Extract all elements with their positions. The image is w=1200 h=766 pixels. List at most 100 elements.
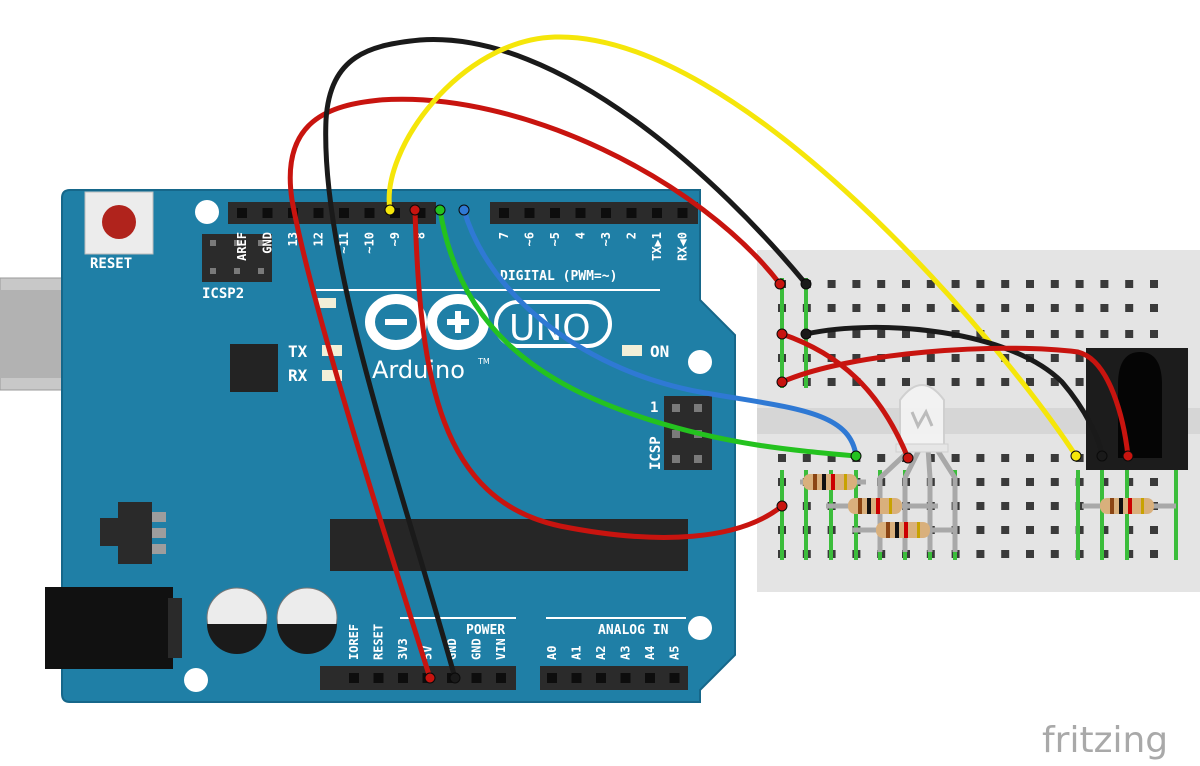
digital-socket[interactable] <box>652 208 662 218</box>
breadboard-hole[interactable] <box>827 280 836 288</box>
breadboard-hole[interactable] <box>1075 330 1084 338</box>
breadboard-hole[interactable] <box>976 378 985 386</box>
breadboard-hole[interactable] <box>951 354 960 362</box>
breadboard-hole[interactable] <box>1001 526 1010 534</box>
power-socket[interactable] <box>349 673 359 683</box>
digital-socket[interactable] <box>415 208 426 218</box>
digital-socket[interactable] <box>626 208 637 218</box>
digital-socket[interactable] <box>677 208 688 218</box>
digital-socket[interactable] <box>390 208 400 218</box>
breadboard-hole[interactable] <box>1026 330 1034 338</box>
breadboard-hole[interactable] <box>1100 526 1109 534</box>
breadboard-hole[interactable] <box>1026 378 1034 386</box>
breadboard-hole[interactable] <box>1150 478 1158 486</box>
breadboard-hole[interactable] <box>1150 330 1158 338</box>
breadboard-hole[interactable] <box>951 378 960 386</box>
breadboard-hole[interactable] <box>1125 330 1134 338</box>
breadboard-hole[interactable] <box>1050 526 1059 534</box>
breadboard-hole[interactable] <box>1100 280 1109 288</box>
breadboard-hole[interactable] <box>1026 280 1034 288</box>
digital-socket[interactable] <box>262 208 273 218</box>
breadboard-hole[interactable] <box>1050 478 1059 486</box>
breadboard-hole[interactable] <box>1026 550 1034 558</box>
breadboard-hole[interactable] <box>852 354 861 362</box>
digital-socket[interactable] <box>550 208 560 218</box>
digital-socket[interactable] <box>524 208 535 218</box>
breadboard-hole[interactable] <box>976 454 985 462</box>
reset-button[interactable] <box>84 191 154 255</box>
digital-socket[interactable] <box>575 208 586 218</box>
breadboard-hole[interactable] <box>1050 502 1059 510</box>
breadboard-hole[interactable] <box>1150 280 1158 288</box>
breadboard-hole[interactable] <box>1001 502 1010 510</box>
breadboard-hole[interactable] <box>1100 304 1109 312</box>
breadboard-hole[interactable] <box>1075 304 1084 312</box>
breadboard-hole[interactable] <box>1100 550 1109 558</box>
breadboard-hole[interactable] <box>1001 550 1010 558</box>
breadboard-hole[interactable] <box>951 280 960 288</box>
breadboard-hole[interactable] <box>1026 502 1034 510</box>
breadboard-hole[interactable] <box>1001 304 1010 312</box>
breadboard-hole[interactable] <box>877 280 886 288</box>
breadboard-hole[interactable] <box>926 280 935 288</box>
breadboard-hole[interactable] <box>1001 280 1010 288</box>
breadboard-hole[interactable] <box>902 304 910 312</box>
breadboard-hole[interactable] <box>902 378 910 386</box>
breadboard-hole[interactable] <box>902 330 910 338</box>
analog-socket[interactable] <box>620 673 631 683</box>
breadboard-hole[interactable] <box>1150 526 1158 534</box>
breadboard-hole[interactable] <box>827 330 836 338</box>
power-socket[interactable] <box>471 673 482 683</box>
breadboard-hole[interactable] <box>1050 378 1059 386</box>
breadboard-hole[interactable] <box>1125 526 1134 534</box>
breadboard-hole[interactable] <box>951 304 960 312</box>
breadboard-hole[interactable] <box>1001 330 1010 338</box>
breadboard-hole[interactable] <box>852 280 861 288</box>
digital-socket[interactable] <box>237 208 247 218</box>
breadboard-hole[interactable] <box>902 280 910 288</box>
power-socket[interactable] <box>373 673 384 683</box>
breadboard-hole[interactable] <box>976 304 985 312</box>
breadboard-hole[interactable] <box>926 354 935 362</box>
breadboard-hole[interactable] <box>827 378 836 386</box>
breadboard-hole[interactable] <box>1050 454 1059 462</box>
breadboard-hole[interactable] <box>1075 280 1084 288</box>
breadboard-hole[interactable] <box>951 454 960 462</box>
breadboard-hole[interactable] <box>1150 550 1158 558</box>
breadboard-hole[interactable] <box>827 304 836 312</box>
breadboard-hole[interactable] <box>1125 478 1134 486</box>
breadboard-hole[interactable] <box>1125 304 1134 312</box>
breadboard-hole[interactable] <box>1026 478 1034 486</box>
digital-socket[interactable] <box>339 208 349 218</box>
breadboard-hole[interactable] <box>926 304 935 312</box>
analog-socket[interactable] <box>596 673 606 683</box>
breadboard-hole[interactable] <box>1001 454 1010 462</box>
breadboard-hole[interactable] <box>1026 304 1034 312</box>
breadboard-hole[interactable] <box>976 280 985 288</box>
breadboard-hole[interactable] <box>926 378 935 386</box>
breadboard-hole[interactable] <box>1075 354 1084 362</box>
breadboard-hole[interactable] <box>976 354 985 362</box>
breadboard-hole[interactable] <box>1050 354 1059 362</box>
breadboard-hole[interactable] <box>852 304 861 312</box>
breadboard-hole[interactable] <box>877 378 886 386</box>
breadboard-hole[interactable] <box>1150 304 1158 312</box>
breadboard-hole[interactable] <box>976 526 985 534</box>
breadboard-hole[interactable] <box>926 330 935 338</box>
breadboard-hole[interactable] <box>1125 550 1134 558</box>
breadboard-hole[interactable] <box>852 330 861 338</box>
breadboard-hole[interactable] <box>1026 454 1034 462</box>
digital-socket[interactable] <box>364 208 375 218</box>
breadboard-hole[interactable] <box>802 454 811 462</box>
breadboard-hole[interactable] <box>976 478 985 486</box>
breadboard-hole[interactable] <box>852 378 861 386</box>
analog-socket[interactable] <box>645 673 655 683</box>
breadboard-hole[interactable] <box>902 354 910 362</box>
breadboard-hole[interactable] <box>877 304 886 312</box>
breadboard-hole[interactable] <box>1075 378 1084 386</box>
breadboard-hole[interactable] <box>778 454 786 462</box>
breadboard-hole[interactable] <box>1026 526 1034 534</box>
breadboard-hole[interactable] <box>976 550 985 558</box>
breadboard-hole[interactable] <box>1050 280 1059 288</box>
breadboard-hole[interactable] <box>1001 378 1010 386</box>
